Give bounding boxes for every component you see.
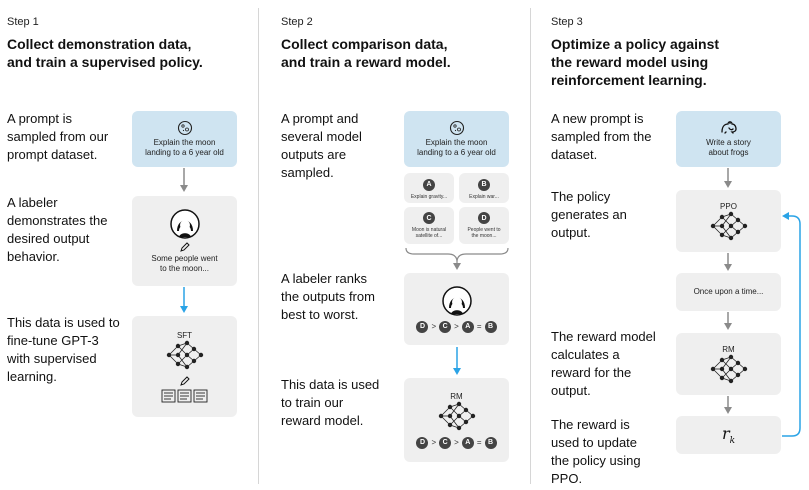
step3-arrow-1 bbox=[724, 168, 732, 188]
step3-feedback-arrow bbox=[782, 212, 801, 437]
step3-ppo-card: PPO bbox=[676, 190, 781, 252]
rank-badge-b: B bbox=[484, 436, 497, 449]
step1-prompt-text: Explain the moon landing to a 6 year old bbox=[145, 138, 224, 157]
document-icon bbox=[161, 389, 207, 402]
rank-badge-d: D bbox=[416, 436, 429, 449]
step3-prompt-text: Write a story about frogs bbox=[706, 138, 751, 157]
output-text-c: Moon is natural satellite of... bbox=[411, 227, 447, 239]
step2-ranking-2: D > C > A = B bbox=[416, 436, 497, 449]
rank-badge-d: D bbox=[416, 320, 429, 333]
step3-desc-policy: The policy generates an output. bbox=[551, 189, 627, 240]
step3-arrow-2 bbox=[724, 253, 732, 271]
step3-ppo-label: PPO bbox=[720, 201, 737, 211]
step3-heading-line2: the reward model using bbox=[551, 54, 709, 70]
step3-heading: Optimize a policy against the reward mod… bbox=[551, 35, 791, 89]
step1-heading-line2: and train a supervised policy. bbox=[7, 54, 203, 70]
step1-heading-line1: Collect demonstration data, bbox=[7, 36, 192, 52]
step1-prompt-card: Explain the moon landing to a 6 year old bbox=[132, 111, 237, 167]
step2-prompt-text: Explain the moon landing to a 6 year old bbox=[417, 138, 496, 157]
output-card-d: D People went to the moon... bbox=[459, 207, 509, 244]
neural-network-icon bbox=[438, 401, 475, 430]
output-badge-b: B bbox=[478, 178, 490, 191]
step3-prompt-card: Write a story about frogs bbox=[676, 111, 781, 167]
step2-desc-train: This data is used to train our reward mo… bbox=[281, 377, 380, 428]
step1-heading: Collect demonstration data, and train a … bbox=[7, 35, 247, 71]
reward-r: r bbox=[721, 423, 730, 443]
step2-heading: Collect comparison data, and train a rew… bbox=[281, 35, 521, 71]
rank-op-1: > bbox=[431, 322, 437, 331]
rank-badge-b: B bbox=[484, 320, 497, 333]
moon-icon bbox=[177, 120, 192, 136]
step3-output-text: Once upon a time... bbox=[693, 287, 764, 296]
frog-icon bbox=[720, 121, 737, 134]
neural-network-icon bbox=[710, 354, 747, 383]
pencil-icon bbox=[179, 375, 190, 386]
rank-badge-c: C bbox=[439, 436, 452, 449]
rank-badge-a: A bbox=[461, 320, 474, 333]
step3-rm-label: RM bbox=[722, 344, 735, 354]
step2-desc-rank: A labeler ranks the outputs from best to… bbox=[281, 271, 375, 322]
step3-rm-card: RM bbox=[676, 333, 781, 395]
rank-badge-a: A bbox=[461, 436, 474, 449]
step2-desc-sample: A prompt and several model outputs are s… bbox=[281, 111, 362, 180]
step2-rm-label: RM bbox=[450, 391, 463, 401]
rank-op-3: = bbox=[476, 322, 482, 331]
output-card-c: C Moon is natural satellite of... bbox=[404, 207, 454, 244]
neural-network-icon bbox=[166, 340, 203, 369]
step2-ranking-1: D > C > A = B bbox=[416, 320, 497, 333]
reward-symbol: rk bbox=[722, 424, 735, 446]
output-card-a: A Explain gravity... bbox=[404, 173, 454, 203]
step2-label: Step 2 bbox=[281, 16, 313, 28]
step2-arrow bbox=[453, 347, 461, 375]
labeler-avatar-icon bbox=[441, 285, 472, 316]
column-divider-2 bbox=[530, 8, 531, 484]
output-badge-c: C bbox=[423, 212, 435, 224]
step1-demo-card: Some people went to the moon... bbox=[132, 196, 237, 286]
output-text-d: People went to the moon... bbox=[467, 227, 501, 239]
step1-arrow-2 bbox=[180, 287, 188, 313]
step1-desc-labeler: A labeler demonstrates the desired outpu… bbox=[7, 195, 108, 264]
step1-sft-card: SFT bbox=[132, 316, 237, 417]
output-card-b: B Explain war... bbox=[459, 173, 509, 203]
step3-heading-line1: Optimize a policy against bbox=[551, 36, 720, 52]
column-divider-1 bbox=[258, 8, 259, 484]
step1-demo-text: Some people went to the moon... bbox=[151, 253, 218, 273]
step1-label: Step 1 bbox=[7, 16, 39, 28]
step2-heading-line1: Collect comparison data, bbox=[281, 36, 448, 52]
step3-label: Step 3 bbox=[551, 16, 583, 28]
step3-arrow-4 bbox=[724, 396, 732, 414]
step3-output-card: Once upon a time... bbox=[676, 273, 781, 311]
labeler-avatar-icon bbox=[169, 208, 200, 239]
rank-op-3: = bbox=[476, 438, 482, 447]
step2-prompt-card: Explain the moon landing to a 6 year old bbox=[404, 111, 509, 167]
reward-subscript: k bbox=[729, 436, 736, 447]
step1-sft-label: SFT bbox=[176, 330, 193, 340]
pencil-icon bbox=[179, 241, 190, 252]
output-badge-a: A bbox=[423, 178, 435, 191]
moon-icon bbox=[449, 120, 464, 136]
step2-rank-card: D > C > A = B bbox=[404, 273, 509, 345]
output-badge-d: D bbox=[478, 212, 490, 224]
outputs-bracket bbox=[405, 247, 509, 270]
rank-op-1: > bbox=[431, 438, 437, 447]
step2-heading-line2: and train a reward model. bbox=[281, 54, 451, 70]
step1-desc-prompt: A prompt is sampled from our prompt data… bbox=[7, 111, 109, 162]
step3-desc-update: The reward is used to update the policy … bbox=[551, 417, 641, 486]
step1-arrow-1 bbox=[180, 168, 188, 192]
step3-desc-reward: The reward model calculates a reward for… bbox=[551, 329, 656, 398]
step3-reward-card: rk bbox=[676, 416, 781, 454]
step3-desc-prompt: A new prompt is sampled from the dataset… bbox=[551, 111, 652, 162]
output-text-b: Explain war... bbox=[469, 193, 499, 200]
step3-heading-line3: reinforcement learning. bbox=[551, 72, 707, 88]
step3-arrow-3 bbox=[724, 312, 732, 330]
rank-op-2: > bbox=[454, 322, 459, 331]
output-text-a: Explain gravity... bbox=[410, 193, 448, 200]
step1-desc-finetune: This data is used to fine-tune GPT-3 wit… bbox=[7, 315, 120, 384]
rank-op-2: > bbox=[454, 438, 459, 447]
rank-badge-c: C bbox=[439, 320, 452, 333]
step2-rm-card: RM D > C > A = B bbox=[404, 378, 509, 462]
neural-network-icon bbox=[710, 211, 747, 240]
